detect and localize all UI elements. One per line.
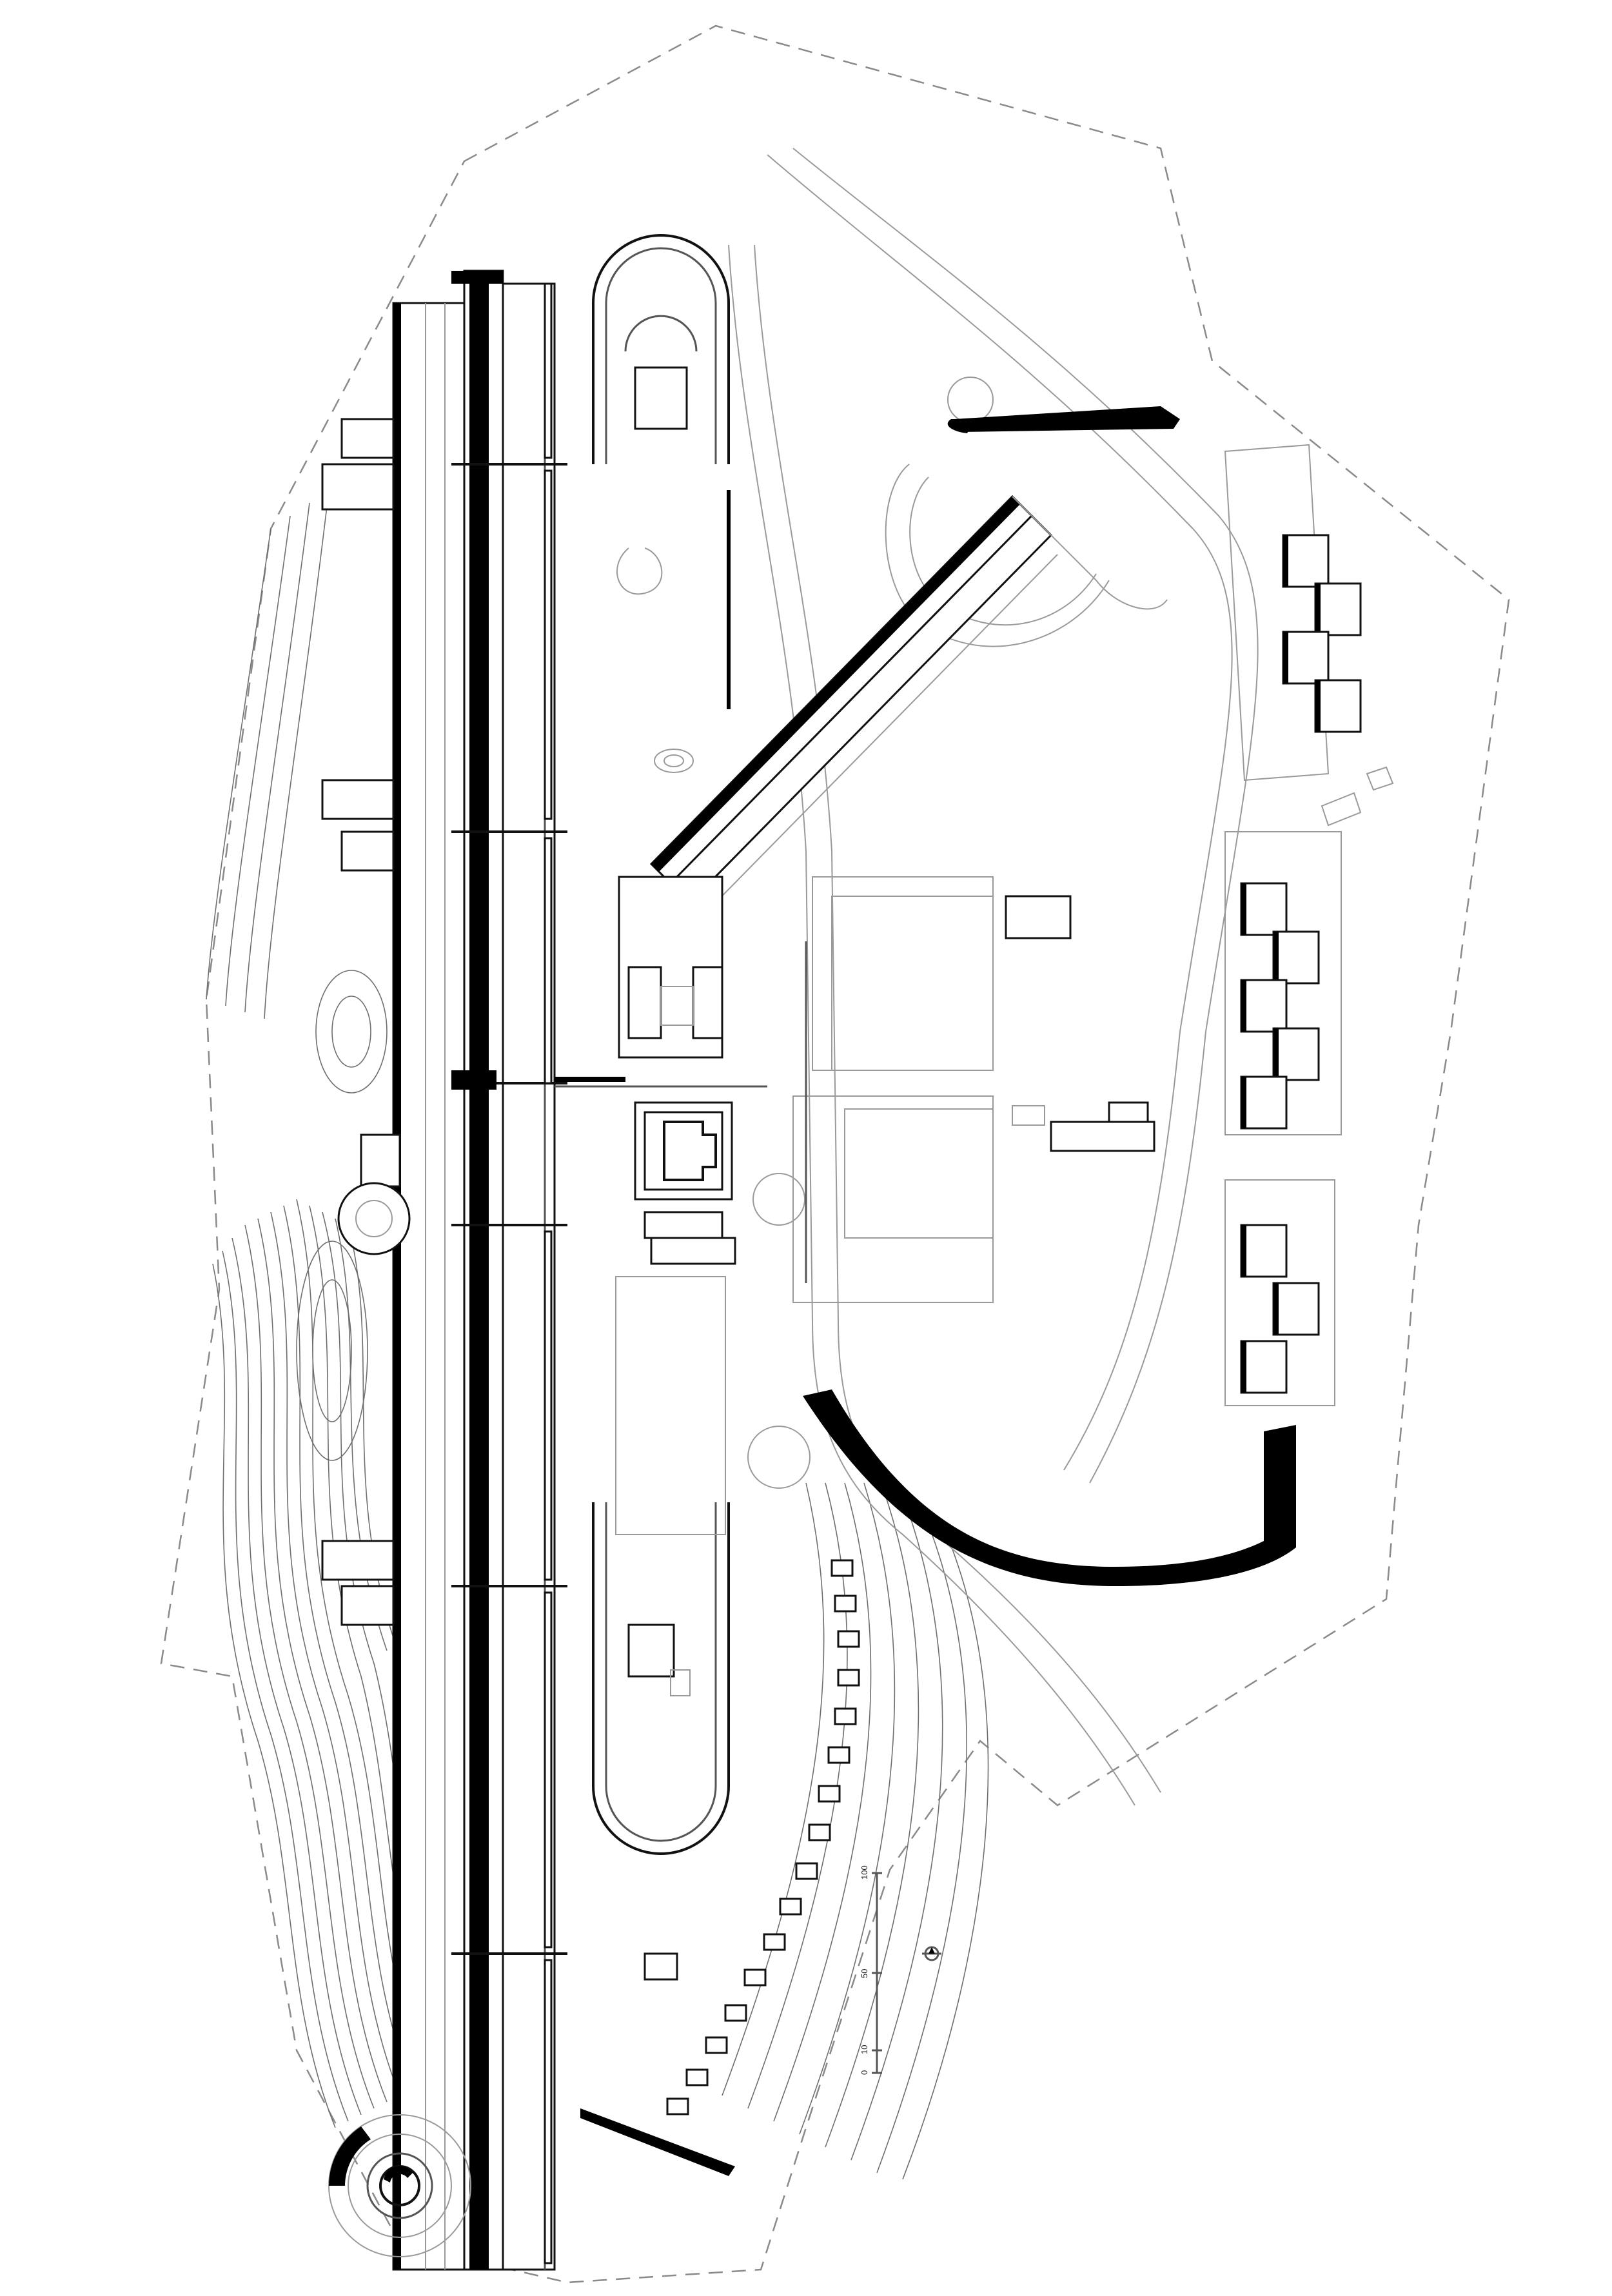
contour-lines	[206, 489, 989, 2180]
main-linear-building	[321, 270, 567, 2271]
scale-tick-0: 0	[860, 2070, 869, 2075]
central-complex	[555, 876, 767, 1265]
scale-tick-50: 50	[860, 1969, 869, 1978]
slope-pavilions	[580, 1559, 860, 2176]
large-halls	[792, 876, 1155, 1303]
scale-bar: 0 10 50 100	[860, 1865, 882, 2075]
diagonal-wing	[649, 406, 1180, 916]
central-track	[592, 234, 731, 1855]
curved-building	[803, 1389, 1296, 1586]
scale-tick-100: 100	[860, 1865, 869, 1879]
site-boundary	[160, 25, 1510, 2284]
scale-tick-10: 10	[860, 2045, 869, 2054]
north-arrow-icon	[922, 1946, 941, 1961]
south-circle	[328, 2114, 471, 2257]
residential-blocks	[1240, 534, 1394, 1394]
